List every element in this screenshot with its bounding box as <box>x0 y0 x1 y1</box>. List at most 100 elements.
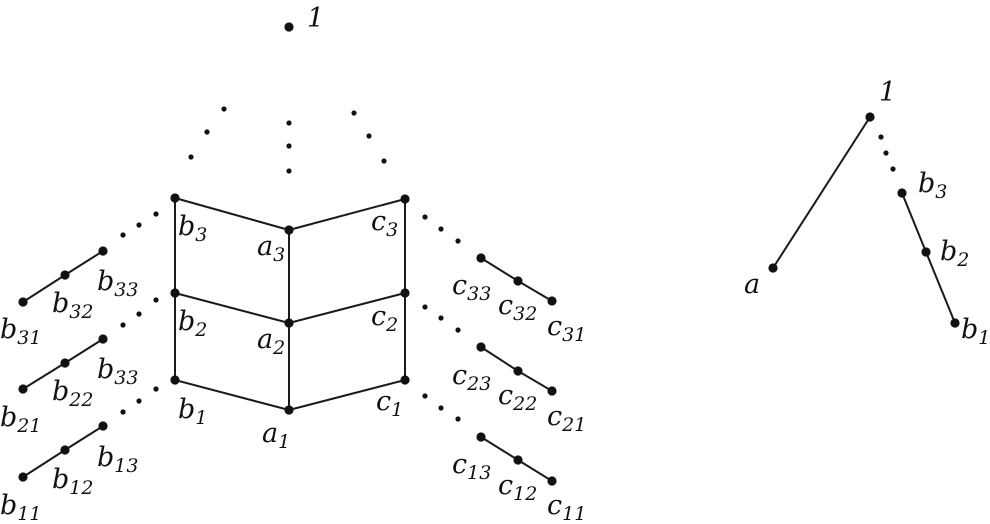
label-b31: b31 <box>0 314 41 349</box>
edge-r1-ra <box>772 116 871 269</box>
ellipsis-dot <box>120 322 126 328</box>
node-b31 <box>18 297 28 307</box>
label-ra: a <box>744 269 760 300</box>
node-1 <box>284 22 294 32</box>
label-a3: a3 <box>257 231 285 266</box>
node-b23 <box>98 334 108 344</box>
right-nodes <box>768 112 960 328</box>
node-c1 <box>400 375 410 385</box>
label-c13: c13 <box>452 449 491 484</box>
node-c22 <box>513 366 523 376</box>
node-b32 <box>60 270 70 280</box>
label-c2: c2 <box>371 301 398 336</box>
ellipsis-dot <box>890 166 896 172</box>
node-b21 <box>18 384 28 394</box>
node-b1 <box>170 375 180 385</box>
label-1: 1 <box>307 3 324 34</box>
node-c32 <box>513 276 523 286</box>
label-c3: c3 <box>371 206 398 241</box>
node-rb3 <box>897 188 907 198</box>
node-c2 <box>400 288 410 298</box>
ellipsis-dot <box>422 393 428 399</box>
ellipsis-dot <box>455 416 461 422</box>
ellipsis-dot <box>878 134 884 140</box>
left-edges <box>22 197 553 482</box>
label-b23: b33 <box>97 354 138 389</box>
label-b12: b12 <box>52 464 93 499</box>
edge-c33-c32 <box>480 257 519 282</box>
edge-c22-c21 <box>517 370 553 392</box>
label-c11: c11 <box>547 490 586 524</box>
edge-c13-c12 <box>480 436 519 461</box>
label-c31: c31 <box>547 311 586 346</box>
ellipsis-dot <box>351 110 357 116</box>
ellipsis-dot <box>422 304 428 310</box>
label-rb2: b2 <box>940 236 969 271</box>
node-a3 <box>284 225 294 235</box>
ellipsis-dot <box>188 154 194 160</box>
label-b22: b22 <box>52 376 93 411</box>
ellipsis-dot <box>286 168 292 174</box>
ellipsis-dot <box>883 150 889 156</box>
ellipsis-dot <box>286 143 292 149</box>
label-a1: a1 <box>262 418 290 453</box>
label-c12: c12 <box>498 470 537 505</box>
ellipsis-dot <box>153 211 159 217</box>
node-ra <box>768 263 778 273</box>
ellipsis-dot <box>153 386 159 392</box>
ellipsis-dot <box>221 106 227 112</box>
right-ellipsis-dots <box>878 134 896 172</box>
node-c13 <box>476 432 486 442</box>
edge-b3-a3 <box>174 197 290 231</box>
edge-c12-c11 <box>517 459 553 482</box>
node-rb2 <box>921 247 931 257</box>
node-r1 <box>865 112 875 122</box>
label-b21: b21 <box>0 402 41 437</box>
node-c31 <box>547 296 557 306</box>
ellipsis-dot <box>438 315 444 321</box>
node-b12 <box>60 445 70 455</box>
label-b33: b33 <box>97 266 138 301</box>
label-c32: c32 <box>498 290 537 325</box>
ellipsis-dot <box>136 398 142 404</box>
edge-c32-c31 <box>517 280 553 302</box>
node-b22 <box>60 358 70 368</box>
left-ellipsis-dots <box>120 106 461 422</box>
edge-rb2-rb1 <box>925 251 956 324</box>
node-rb1 <box>950 318 960 328</box>
edge-b11-b12 <box>22 449 66 478</box>
label-c1: c1 <box>376 386 403 421</box>
label-b1: b1 <box>178 394 207 429</box>
node-c33 <box>476 253 486 263</box>
label-a2: a2 <box>257 324 285 359</box>
edge-b12-b13 <box>64 425 104 451</box>
ellipsis-dot <box>455 238 461 244</box>
label-c33: c33 <box>452 270 491 305</box>
node-c11 <box>547 476 557 486</box>
edge-a1-c1 <box>288 379 406 411</box>
label-r1: 1 <box>879 77 896 108</box>
ellipsis-dot <box>153 297 159 303</box>
node-c12 <box>513 455 523 465</box>
ellipsis-dot <box>422 214 428 220</box>
node-c3 <box>400 194 410 204</box>
ellipsis-dot <box>204 129 210 135</box>
edge-a2-c2 <box>288 292 406 324</box>
label-b11: b11 <box>0 490 41 524</box>
label-c23: c23 <box>452 360 491 395</box>
node-b13 <box>98 421 108 431</box>
label-c22: c22 <box>498 380 537 415</box>
edge-b21-b22 <box>22 362 66 390</box>
edge-c23-c22 <box>480 346 519 372</box>
edge-b1-a1 <box>174 379 290 411</box>
node-c23 <box>476 342 486 352</box>
label-b3: b3 <box>178 211 207 246</box>
ellipsis-dot <box>381 158 387 164</box>
edge-b2-a2 <box>174 292 290 324</box>
ellipsis-dot <box>438 226 444 232</box>
label-b2: b2 <box>178 306 207 341</box>
node-a2 <box>284 318 294 328</box>
